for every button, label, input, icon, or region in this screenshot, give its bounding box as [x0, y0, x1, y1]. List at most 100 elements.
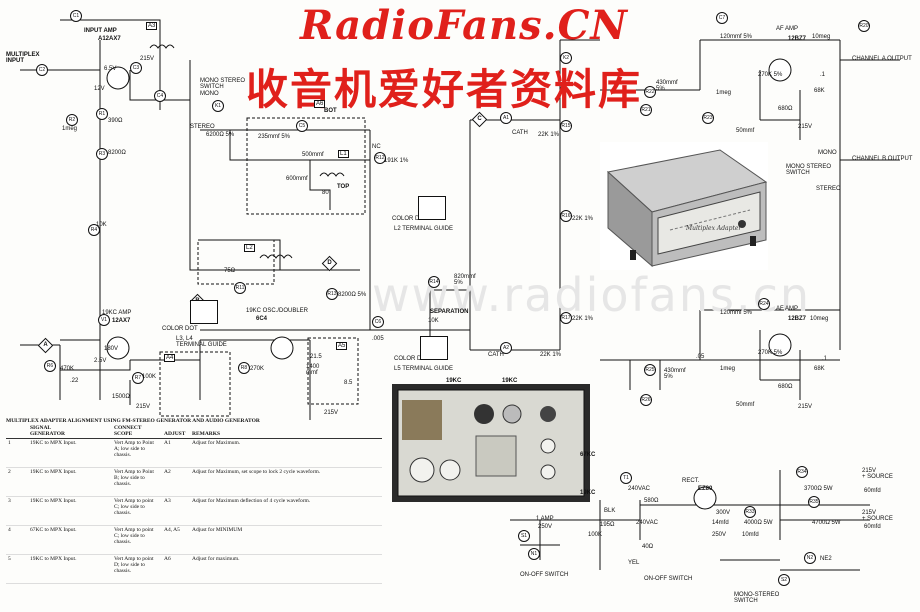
mono-stereo-switch-label: MONO STEREO SWITCH MONO — [200, 78, 246, 97]
alignment-table: SIGNAL GENERATOR CONNECT SCOPE ADJUST RE… — [6, 424, 382, 584]
multiplex-adapter-photo — [606, 149, 768, 268]
c-250v: 250V — [712, 532, 727, 538]
chassis-19kc-a: 19KC — [446, 378, 462, 384]
channel-a-output: CHANNEL A OUTPUT — [852, 56, 912, 62]
adjust-a3: A5 — [336, 342, 348, 351]
r-68k-top: 68K — [814, 88, 825, 94]
watermark-title: RadioFans.CN — [300, 2, 628, 49]
node-r1: R1 — [96, 108, 108, 120]
c-1-bottom: .1 — [822, 356, 828, 362]
table-cell: 3 — [6, 496, 28, 526]
node-r14: R14 — [428, 276, 440, 288]
node-c2: C2 — [36, 64, 48, 76]
r-6200: 6200Ω 5% — [206, 132, 235, 138]
r-100k: 100K — [142, 374, 157, 380]
table-cell: 19KC to MPX Input. — [28, 554, 112, 584]
adjust-a2: A4 — [164, 354, 176, 363]
node-r2: R2 — [66, 114, 78, 126]
rect-label: RECT. — [682, 478, 700, 484]
node-c1: C1 — [70, 10, 82, 22]
node-r22: R22 — [644, 86, 656, 98]
c-430mmf-top: 430mmf 5% — [656, 80, 678, 93]
node-r33: R33 — [744, 506, 756, 518]
table-cell: Adjust for Maximum. — [190, 438, 382, 468]
r-22k-top: 22K 1% — [538, 132, 560, 138]
table-header-row: SIGNAL GENERATOR CONNECT SCOPE ADJUST RE… — [6, 424, 382, 439]
v2-5: 2.5V — [94, 358, 107, 364]
node-t1: T1 — [620, 472, 632, 484]
c-120mmf-bottom: 120mmf 5% — [720, 310, 753, 316]
r-4000: 4000Ω 5W — [744, 520, 773, 526]
color-dot-l3: COLOR DOT — [162, 326, 198, 332]
v-300: 300V — [716, 510, 731, 516]
vac-240-top: 240VAC — [628, 486, 650, 492]
chassis-photo — [392, 384, 590, 502]
af-amp-label-bottom: AF AMP — [776, 306, 799, 312]
stereo-label: STEREO — [190, 124, 215, 130]
r-270k5-top: 270K 5% — [758, 72, 783, 78]
c-1-top: .1 — [820, 72, 826, 78]
table-cell: A2 — [162, 467, 190, 497]
source-bottom: 215V + SOURCE — [862, 510, 893, 523]
node-c6: C6 — [372, 316, 384, 328]
product-photo: Multiplex Adapter — [600, 142, 768, 270]
adjust-a1: A3 — [146, 22, 158, 31]
tube-v5-label: 12BZ7 — [788, 36, 807, 42]
node-c7: C7 — [716, 12, 728, 24]
node-m1: K1 — [212, 100, 224, 112]
r-3700: 3700Ω 5W — [804, 486, 833, 492]
r-1meg-bottom: 1meg — [720, 366, 736, 372]
tube-v2-label: A12AX7 — [98, 36, 121, 42]
node-s2: S2 — [778, 574, 790, 586]
r-22k-bottom: 22K 1% — [540, 352, 562, 358]
table-cell: 4 — [6, 525, 28, 555]
table-cell: Vert Amp to point D; low side to chassis… — [112, 554, 162, 584]
r-75: 75Ω — [224, 268, 236, 274]
c-600mmf: 600mmf — [286, 176, 308, 182]
table-cell: 5 — [6, 554, 28, 584]
table-header: ADJUST — [162, 424, 190, 439]
v215-bottom: 215V — [136, 404, 151, 410]
r-80: 80 — [322, 190, 329, 196]
r-270k-osc: 270K — [250, 366, 265, 372]
table-cell: 1 — [6, 438, 28, 468]
adjust-a5: L1 — [338, 150, 349, 159]
t-40: 40Ω — [642, 544, 654, 550]
node-r34: R34 — [796, 466, 808, 478]
r-22k-low: 22K 1% — [572, 316, 594, 322]
node-r8: R8 — [238, 362, 250, 374]
table-cell: 67KC to MPX Input. — [28, 525, 112, 555]
table-cell: A6 — [162, 554, 190, 584]
cath-label-top: CATH — [512, 130, 528, 136]
table-cell: 19KC to MPX Input. — [28, 496, 112, 526]
node-r11: R11 — [234, 282, 246, 294]
node-r7: R7 — [132, 372, 144, 384]
table-row: 4 67KC to MPX Input. Vert Amp to point C… — [6, 525, 382, 555]
input-amp-label: INPUT AMP — [84, 28, 117, 34]
adjust-a6: L2 — [244, 244, 255, 253]
node-n2: N2 — [804, 552, 816, 564]
r-390: 390Ω — [108, 118, 123, 124]
separation-10k: 10K — [428, 318, 439, 324]
table-cell: Vert Amp to Point A; low side to chassis… — [112, 438, 162, 468]
alignment-table-caption: MULTIPLEX ADAPTER ALIGNMENT USING FM-STE… — [6, 418, 260, 424]
c-50mmf-bottom: 50mmf — [736, 402, 755, 408]
separation-label: SEPARATION — [430, 309, 469, 315]
node-r25: R25 — [644, 364, 656, 376]
c-10mfd: 10mfd — [742, 532, 759, 538]
table-cell: A1 — [162, 438, 190, 468]
r-680-top: 680Ω — [778, 106, 793, 112]
c-8-5: 8.5 — [344, 380, 353, 386]
node-r17: R17 — [560, 312, 572, 324]
node-r3: R3 — [96, 148, 108, 160]
fuse-250v: 250V — [538, 524, 553, 530]
c-500mmf: 500mmf — [302, 152, 324, 158]
table-row: 1 19KC to MPX Input. Vert Amp to Point A… — [6, 438, 382, 468]
node-r16: R16 — [560, 210, 572, 222]
source-top: 215V + SOURCE — [862, 468, 893, 481]
r-10meg-bottom: 10meg — [810, 316, 829, 322]
l2-terminal-guide: L2 TERMINAL GUIDE — [394, 226, 454, 232]
table-cell: Vert Amp to Point B; low side to chassis… — [112, 467, 162, 497]
adjust-a4: A6 — [314, 100, 326, 109]
